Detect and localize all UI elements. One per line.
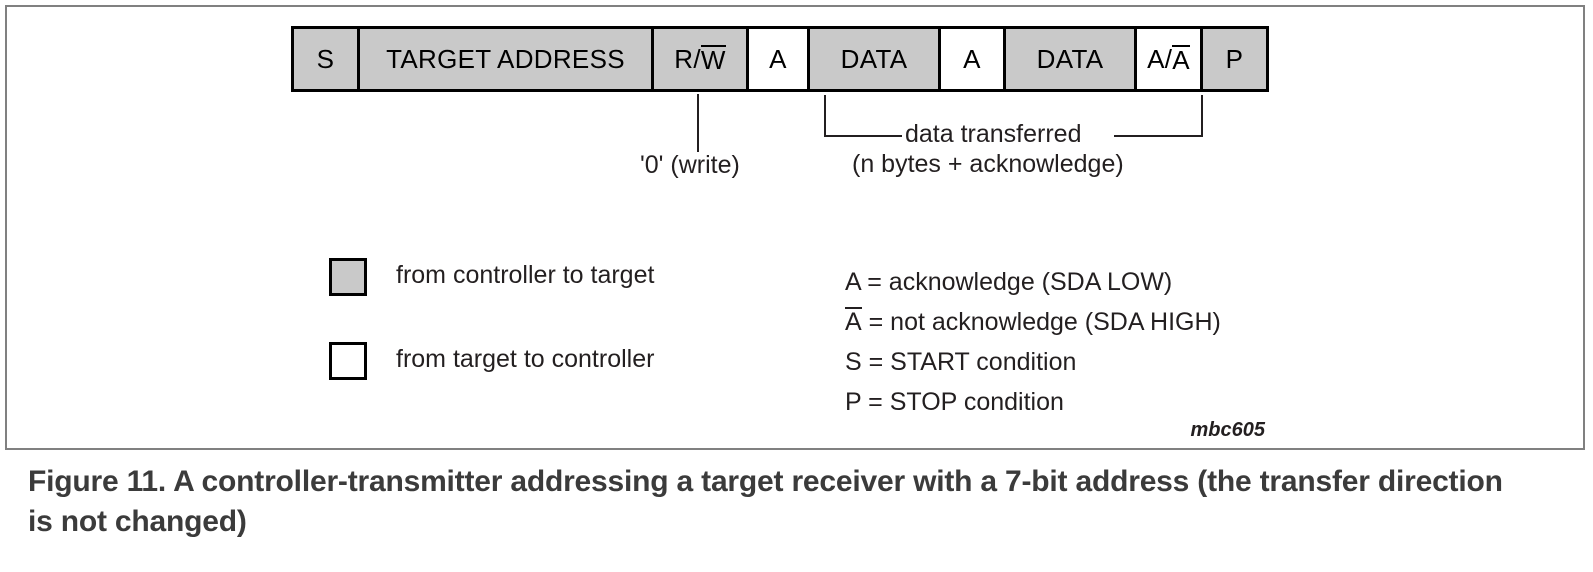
frame-cell-ack-2: A xyxy=(941,29,1006,89)
frame-cell-start: S xyxy=(294,29,360,89)
definition-symbol: A xyxy=(845,268,861,296)
frame-cell-data-2: DATA xyxy=(1006,29,1137,89)
definition-symbol-overlined: A xyxy=(845,307,862,336)
frame-cell-ack-1: A xyxy=(749,29,810,89)
definition-text: = START condition xyxy=(861,348,1077,376)
definition-text: = acknowledge (SDA LOW) xyxy=(860,268,1173,296)
frame-cell-label: TARGET ADDRESS xyxy=(386,44,625,74)
bracket-left-stem xyxy=(824,95,826,137)
write-bit-annotation: '0' (write) xyxy=(640,151,740,179)
frame-cell-label-overlined: W xyxy=(700,44,726,75)
legend-swatch-target-to-controller xyxy=(329,342,367,380)
frame-cell-label-overlined: A xyxy=(1172,44,1190,75)
frame-cell-label: A xyxy=(769,44,787,74)
frame-cell-stop: P xyxy=(1203,29,1266,89)
frame-cell-data-1: DATA xyxy=(810,29,941,89)
bracket-left-arm xyxy=(824,135,902,137)
legend-label-controller-to-target: from controller to target xyxy=(396,261,655,289)
definition-symbol: P xyxy=(845,388,862,416)
frame-cell-ack-or-nack: A/A xyxy=(1137,29,1203,89)
frame-cell-label: A xyxy=(963,44,981,74)
figure-caption: Figure 11. A controller-transmitter addr… xyxy=(28,465,1503,538)
frame-cell-label: P xyxy=(1225,44,1244,74)
frame-cell-read-write: R/W xyxy=(654,29,749,89)
data-transferred-sublabel: (n bytes + acknowledge) xyxy=(852,150,1124,178)
frame-cell-label: A/ xyxy=(1147,44,1173,74)
frame-cell-label: S xyxy=(316,44,335,74)
frame-cell-target-address: TARGET ADDRESS xyxy=(360,29,654,89)
definition-text: = STOP condition xyxy=(861,388,1064,416)
figure-source-code: mbc605 xyxy=(1190,419,1266,441)
data-transferred-label: data transferred xyxy=(905,120,1082,148)
definition-stop-condition: P = STOP condition xyxy=(845,382,1221,422)
definition-text: = not acknowledge (SDA HIGH) xyxy=(861,308,1221,336)
frame-cell-label: DATA xyxy=(840,44,908,74)
definition-start-condition: S = START condition xyxy=(845,342,1221,382)
legend-label-target-to-controller: from target to controller xyxy=(396,345,655,373)
bracket-right-stem xyxy=(1201,95,1203,137)
legend-swatch-controller-to-target xyxy=(329,258,367,296)
definition-acknowledge: A = acknowledge (SDA LOW) xyxy=(845,262,1221,302)
frame-cell-label: DATA xyxy=(1036,44,1104,74)
definition-symbol: S xyxy=(845,348,862,376)
definition-not-acknowledge: A = not acknowledge (SDA HIGH) xyxy=(845,302,1221,342)
i2c-frame-bar: S TARGET ADDRESS R/W A DATA A DATA A/A xyxy=(291,26,1269,92)
legend-definitions-list: A = acknowledge (SDA LOW) A = not acknow… xyxy=(845,262,1221,422)
write-bit-leader-line xyxy=(697,94,699,152)
bracket-right-arm xyxy=(1114,135,1203,137)
figure-frame-box: S TARGET ADDRESS R/W A DATA A DATA A/A xyxy=(5,5,1585,450)
frame-cell-label: R/ xyxy=(674,44,701,74)
